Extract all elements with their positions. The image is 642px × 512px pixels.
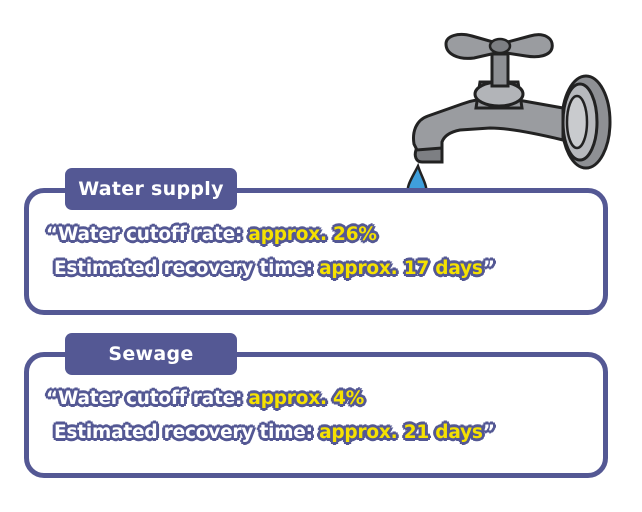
open-quote: “ [46,224,58,245]
recovery-value: approx. 21 days [319,422,483,443]
sewage-cutoff-line: “Water cutoff rate: approx. 4% [46,382,495,416]
water-supply-stats: “Water cutoff rate: approx. 26% Estimate… [46,218,495,286]
sewage-card [24,352,608,478]
sewage-stats: “Water cutoff rate: approx. 4% Estimated… [46,382,495,450]
recovery-value: approx. 17 days [319,258,483,279]
faucet-flange [560,74,612,170]
open-quote: “ [46,388,58,409]
close-quote: ” [482,422,495,443]
water-supply-card [24,188,608,315]
water-recovery-line: Estimated recovery time: approx. 17 days… [46,252,495,286]
water-cutoff-line: “Water cutoff rate: approx. 26% [46,218,495,252]
close-quote: ” [482,258,495,279]
recovery-label: Estimated recovery time: [54,258,320,279]
cutoff-label: Water cutoff rate: [57,224,249,245]
cutoff-value: approx. 26% [248,224,377,245]
cutoff-value: approx. 4% [248,388,365,409]
sewage-recovery-line: Estimated recovery time: approx. 21 days… [46,416,495,450]
recovery-label: Estimated recovery time: [54,422,320,443]
cutoff-label: Water cutoff rate: [57,388,249,409]
faucet-icon [406,32,612,226]
water-supply-tab: Water supply [65,168,237,210]
sewage-tab: Sewage [65,333,237,375]
